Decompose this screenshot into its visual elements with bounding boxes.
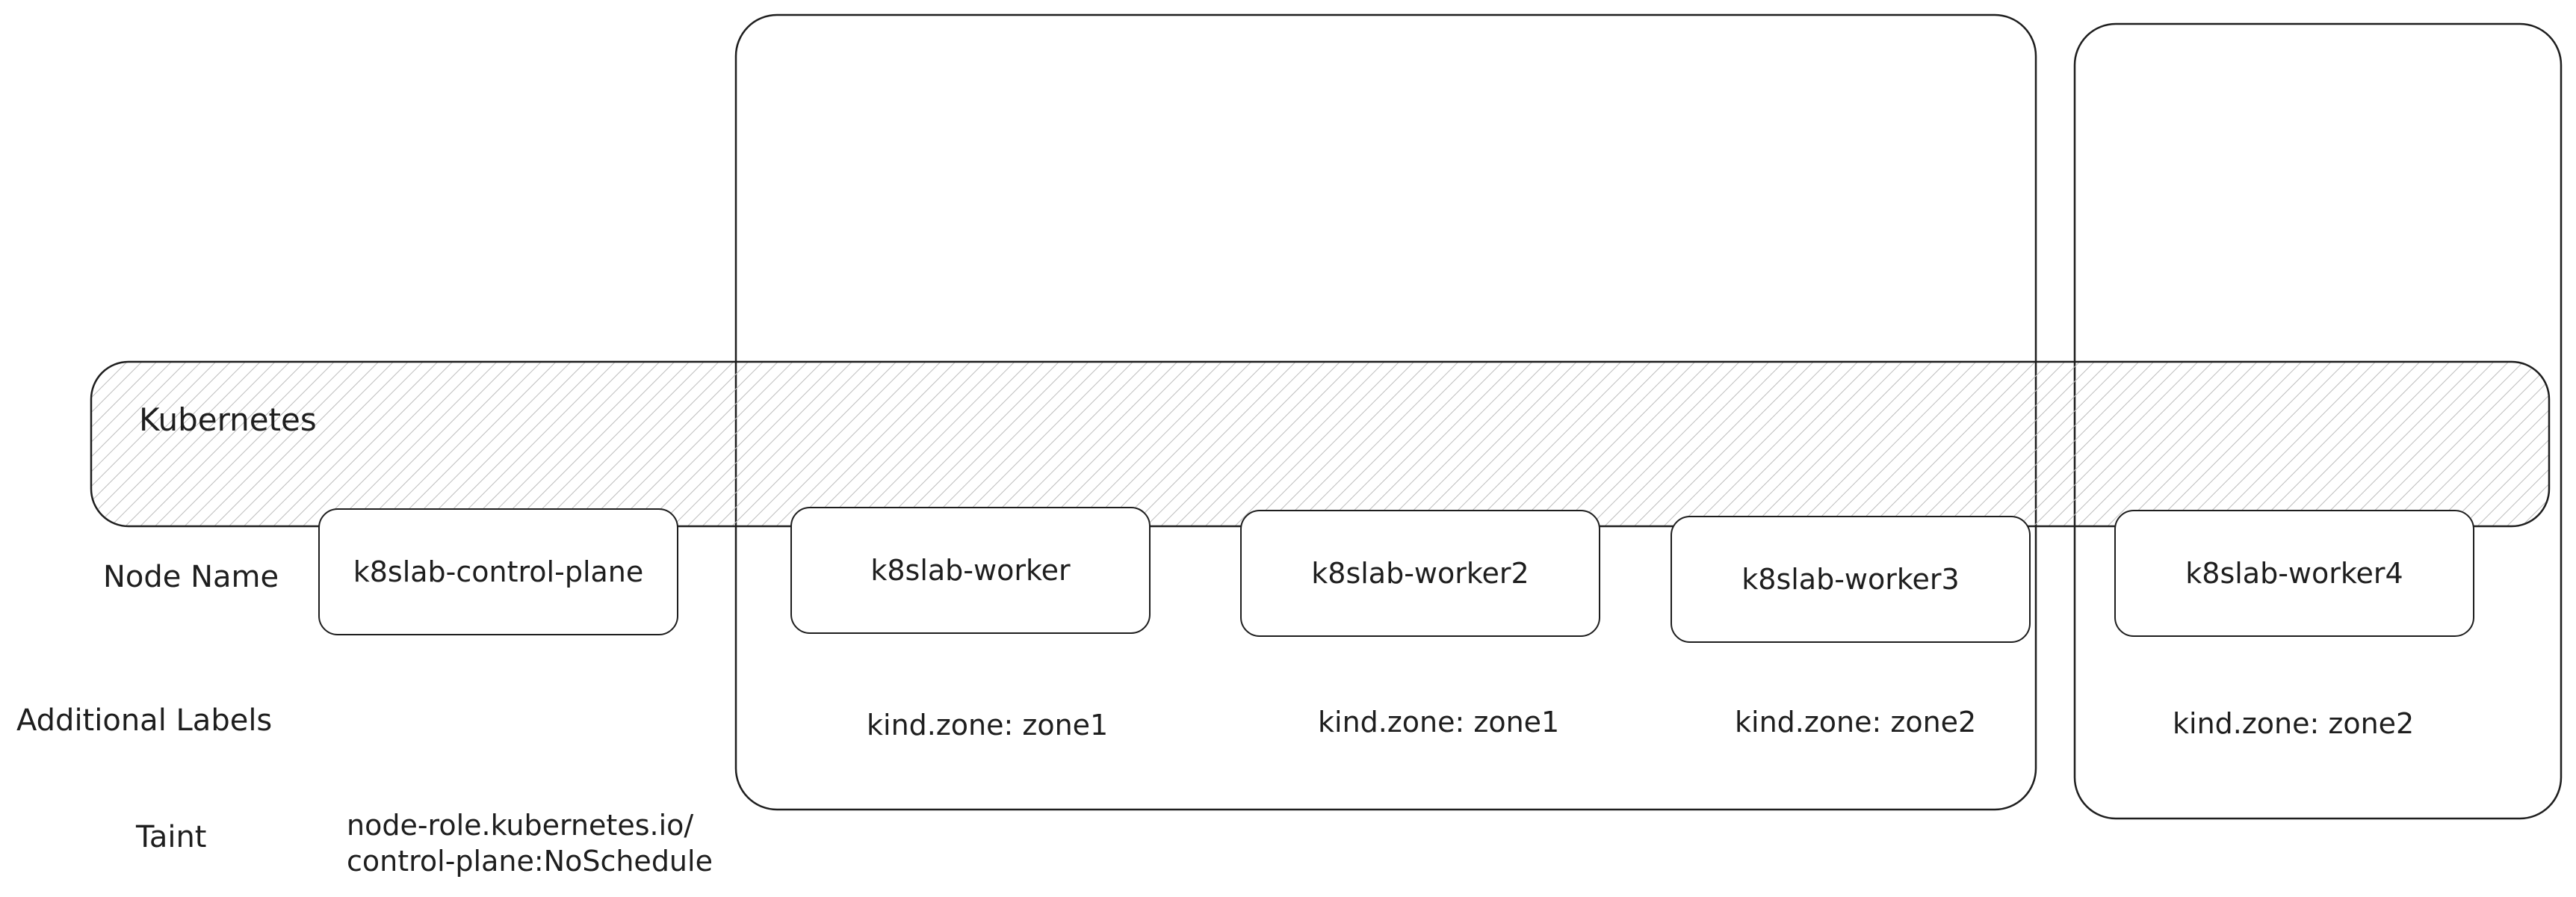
taint-line-2: control-plane:NoSchedule [347, 845, 713, 878]
node-box-control-plane: k8slab-control-plane [318, 508, 678, 635]
node-name: k8slab-worker4 [2185, 557, 2403, 590]
node-label-worker: kind.zone: zone1 [867, 709, 1109, 742]
kubernetes-cluster-band [90, 360, 2551, 528]
node-label-worker4: kind.zone: zone2 [2173, 707, 2415, 740]
node-label-worker2: kind.zone: zone1 [1318, 706, 1560, 739]
row-label-taint: Taint [136, 820, 207, 854]
row-label-additional-labels: Additional Labels [16, 703, 273, 738]
cluster-label: Kubernetes [139, 401, 317, 438]
node-box-worker4: k8slab-worker4 [2114, 510, 2474, 637]
node-box-worker: k8slab-worker [790, 507, 1151, 634]
node-name: k8slab-worker3 [1741, 563, 1960, 596]
row-label-node-name: Node Name [103, 560, 279, 594]
taint-line-1: node-role.kubernetes.io/ [347, 809, 694, 842]
node-box-worker2: k8slab-worker2 [1240, 510, 1600, 637]
node-name: k8slab-control-plane [353, 555, 644, 588]
node-name: k8slab-worker [870, 554, 1071, 587]
node-label-worker3: kind.zone: zone2 [1735, 706, 1977, 739]
node-box-worker3: k8slab-worker3 [1671, 516, 2031, 643]
node-name: k8slab-worker2 [1311, 557, 1529, 590]
